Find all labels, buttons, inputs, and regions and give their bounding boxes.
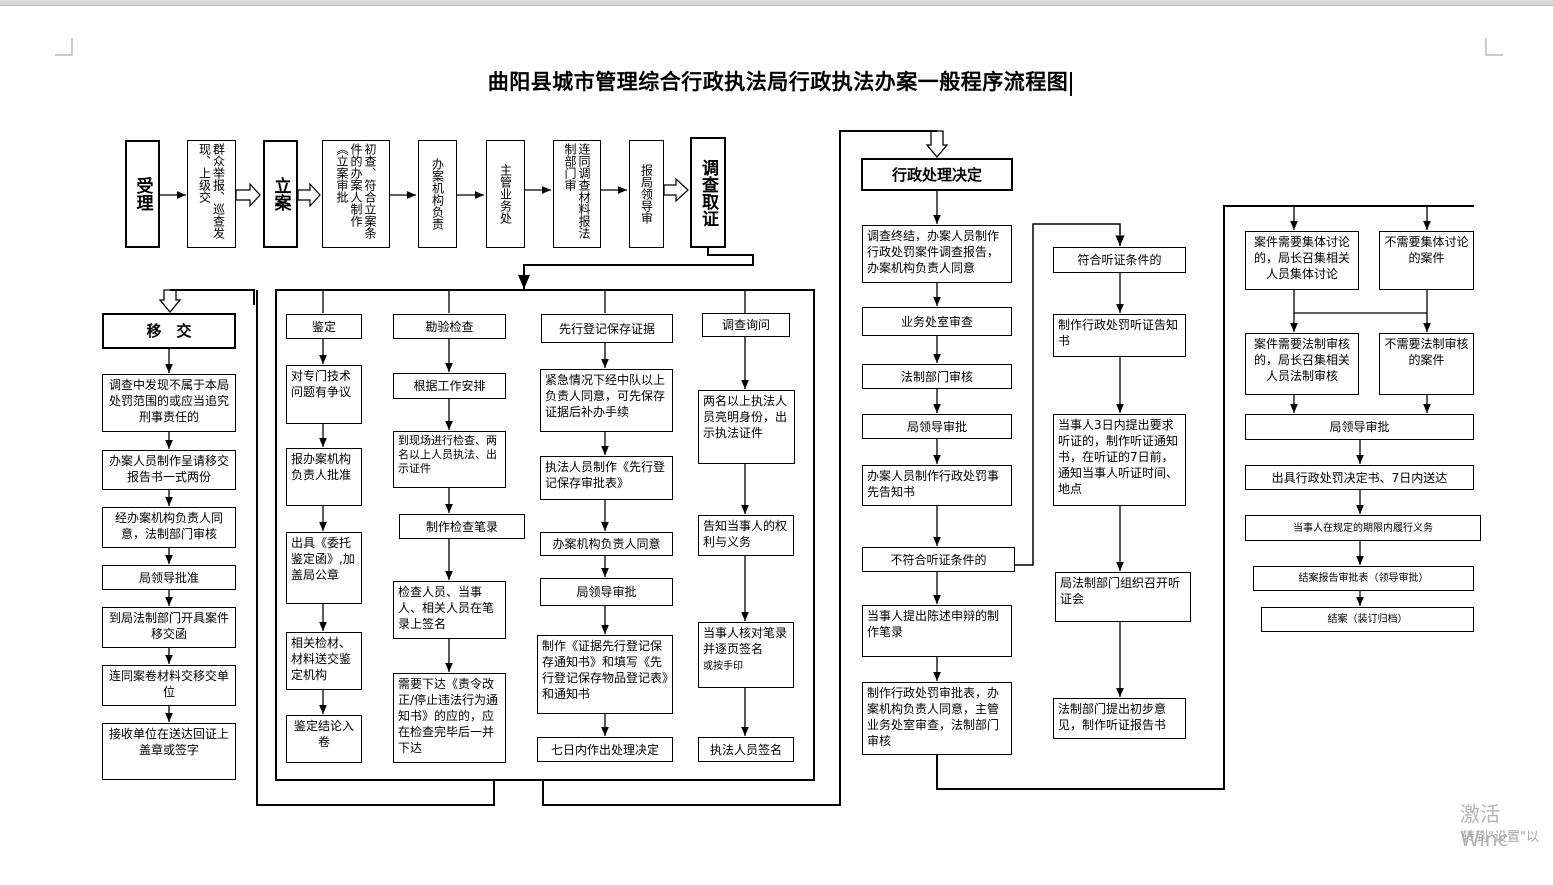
decision-step-1: 调查终结，办案人员制作行政处罚案件调查报告，办案机构负责人同意 [862, 225, 1012, 283]
jianding-step-4: 相关检材、材料送交鉴定机构 [286, 632, 362, 690]
xianxing-step-3: 办案机构负责人同意 [540, 532, 673, 556]
transfer-step-3: 经办案机构负责人同意，法制部门审核 [102, 507, 236, 548]
final-step-1: 局领导审批 [1245, 414, 1474, 440]
transfer-step-7: 接收单位在送达回证上盖章或签字 [102, 723, 236, 780]
xianxing-step-5: 制作《证据先行登记保存通知书》和填写《先行登记保存物品登记表》和通知书 [537, 635, 673, 714]
decision-step-7: 当事人提出陈述申辩的制作笔录 [862, 605, 1012, 657]
xunwen-step-3-note: 或按手印 [703, 661, 743, 672]
transfer-head: 移 交 [102, 313, 236, 349]
xianxing-step-2: 执法人员制作《先行登记保存审批表》 [540, 456, 673, 500]
transfer-step-5: 到局法制部门开具案件移交函 [102, 607, 236, 648]
jianding-head: 鉴定 [286, 314, 362, 339]
step-banan: 办案机构负责 [418, 140, 457, 248]
transfer-step-6: 连同案卷材料交移交单位 [102, 665, 236, 706]
transfer-step-2: 办案人员制作呈请移交报告书一式两份 [102, 450, 236, 490]
decision-step-8: 制作行政处罚审批表，办案机构负责人同意，主管业务处室审查，法制部门审核 [862, 682, 1012, 755]
final-step-3: 当事人在规定的期限内履行义务 [1245, 515, 1481, 541]
page-corner-top-right [1485, 38, 1503, 56]
hearing-step-4: 局法制部门组织召开听证会 [1055, 572, 1191, 622]
step-chucha: 初查、符合立案条件的办案人制作《立案审批 [322, 140, 390, 248]
decision-step-2: 业务处室审查 [862, 307, 1012, 336]
final-step-5: 结案（装订归档） [1261, 607, 1474, 632]
hearing-step-1: 符合听证条件的 [1053, 247, 1186, 273]
step-lian: 立案 [263, 140, 298, 248]
xunwen-step-1: 两名以上执法人员亮明身份，出示执法证件 [698, 390, 795, 464]
step-baoju: 报局领导审 [629, 140, 664, 248]
step-liantong: 连同调查材料报法制部门审 [553, 140, 601, 248]
window-top-border [0, 0, 1553, 6]
activation-watermark-hint: 转到"设置"以 [1462, 830, 1539, 845]
page-corner-top-left [55, 38, 73, 56]
hearing-step-3: 当事人3日内提出要求听证的，制作听证通知书，在听证的7日前，通知当事人听证时间、… [1053, 414, 1186, 506]
xunwen-step-3: 当事人核对笔录并逐页签名或按手印 [698, 622, 794, 688]
decision-step-5: 办案人员制作行政处罚事先告知书 [862, 465, 1012, 506]
xianxing-step-1: 紧急情况下经中队以上负责人同意，可先保存证据后补办手续 [540, 369, 673, 432]
activation-watermark: 激活 Winc [1460, 802, 1509, 851]
final-step-4: 结案报告审批表（领导审批） [1253, 566, 1474, 591]
kanyan-step-2: 到现场进行检查、两名以上人员执法、出示证件 [393, 431, 506, 488]
legal-review-yes: 案件需要法制审核的，局长召集相关人员法制审核 [1245, 333, 1359, 395]
step-zhuguan: 主管业务处 [486, 140, 525, 248]
xianxing-step-6: 七日内作出处理决定 [537, 737, 673, 762]
legal-review-no: 不需要法制审核的案件 [1379, 333, 1474, 395]
decision-head: 行政处理决定 [861, 158, 1013, 191]
final-step-2: 出具行政处罚决定书、7日内送达 [1245, 465, 1474, 490]
xunwen-step-4: 执法人员签名 [698, 737, 794, 762]
decision-step-4: 局领导审批 [862, 414, 1012, 439]
collective-no: 不需要集体讨论的案件 [1379, 231, 1474, 290]
xianxing-head: 先行登记保存证据 [541, 314, 673, 343]
kanyan-step-1: 根据工作安排 [393, 373, 506, 399]
kanyan-step-5: 需要下达《责令改正/停止违法行为通知书》的应的，应在检查完毕后一并下达 [393, 673, 506, 763]
xunwen-head: 调查询问 [702, 313, 790, 337]
collective-yes: 案件需要集体讨论的，局长召集相关人员集体讨论 [1245, 231, 1359, 290]
hearing-step-2: 制作行政处罚听证告知书 [1053, 314, 1186, 357]
decision-step-3: 法制部门审核 [862, 364, 1012, 389]
jianding-step-5: 鉴定结论入卷 [286, 715, 362, 763]
text-cursor [1070, 71, 1073, 96]
step-diaocha: 调查取证 [690, 137, 726, 248]
hearing-step-5: 法制部门提出初步意见，制作听证报告书 [1053, 698, 1186, 739]
kanyan-step-4: 检查人员、当事人、相关人员在笔录上签名 [393, 581, 506, 639]
jianding-step-2: 报办案机构负责人批准 [286, 448, 362, 506]
jianding-step-1: 对专门技术问题有争议 [286, 365, 362, 424]
jianding-step-3: 出具《委托鉴定函》,加盖局公章 [286, 532, 362, 604]
step-shouli: 受理 [125, 140, 160, 248]
kanyan-head: 勘验检查 [393, 314, 506, 339]
kanyan-step-3: 制作检查笔录 [399, 514, 525, 539]
page-title: 曲阳县城市管理综合行政执法局行政执法办案一般程序流程图 [420, 66, 1140, 96]
decision-no-hearing: 不符合听证条件的 [862, 547, 1015, 572]
xianxing-step-4: 局领导审批 [540, 578, 673, 606]
xunwen-step-2: 告知当事人的权利与义务 [698, 515, 794, 556]
transfer-step-4: 局领导批准 [102, 565, 236, 590]
step-source: 群众举报、巡查发现、上级交 [187, 140, 236, 248]
transfer-step-1: 调查中发现不属于本局处罚范围的或应当追究刑事责任的 [102, 374, 236, 432]
